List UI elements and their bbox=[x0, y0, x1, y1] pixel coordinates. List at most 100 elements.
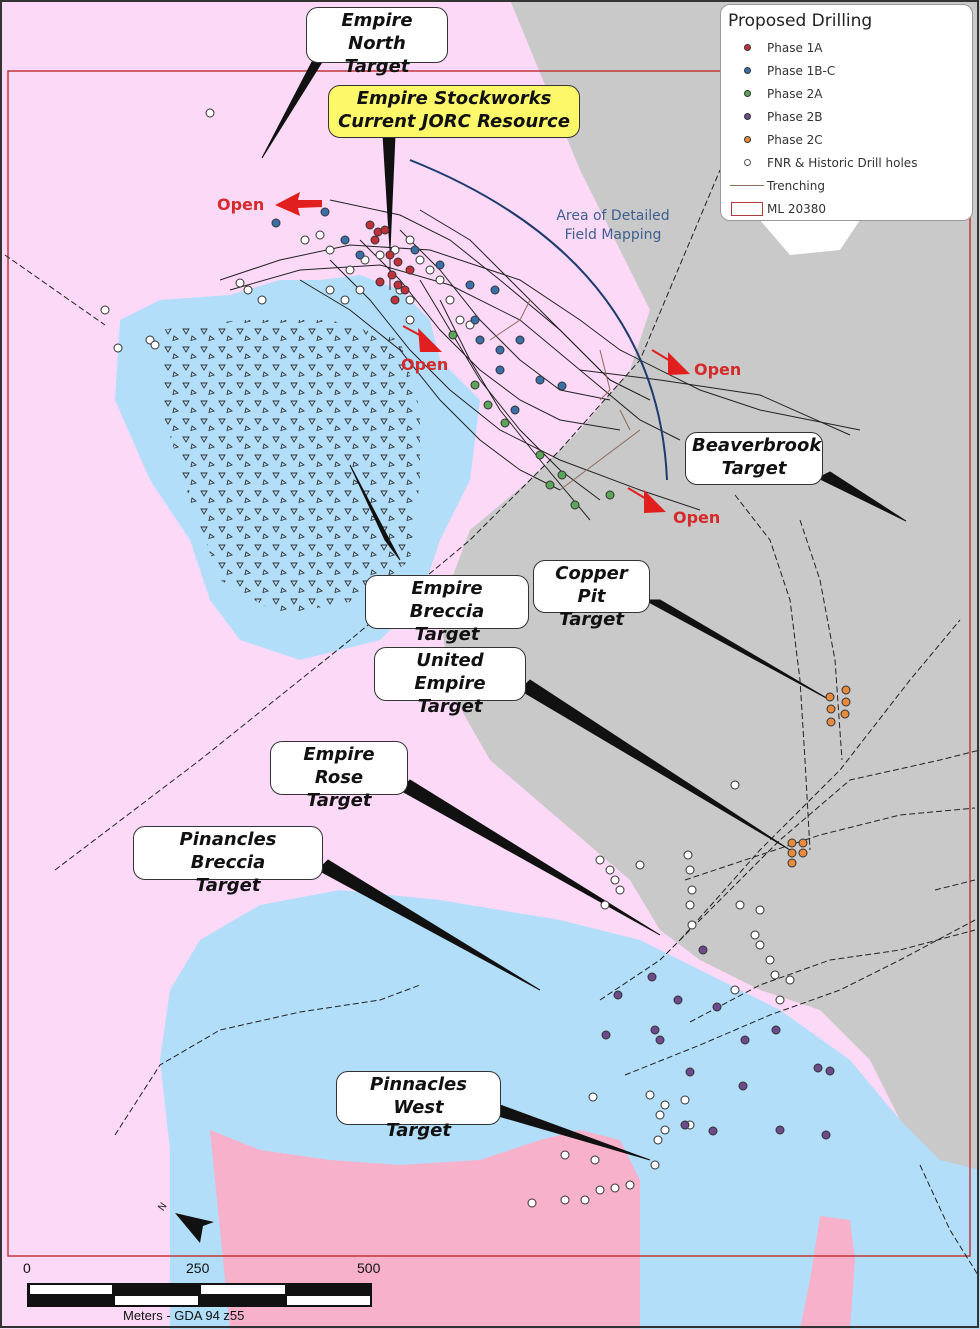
phase-2b-hole bbox=[601, 1030, 611, 1040]
phase-1b-c-hole bbox=[515, 335, 525, 345]
historic-drill-hole bbox=[560, 1150, 570, 1160]
open-label-west: Open bbox=[217, 195, 265, 214]
phase-2b-hole bbox=[655, 1035, 665, 1045]
historic-drill-hole bbox=[445, 295, 455, 305]
phase-2c-hole bbox=[826, 704, 836, 714]
traverse-line bbox=[299, 279, 561, 491]
mapping-label-line2: Field Mapping bbox=[564, 227, 662, 243]
legend-item-historic-holes: FNR & Historic Drill holes bbox=[727, 151, 964, 174]
phase-2c-hole bbox=[787, 858, 797, 868]
historic-drill-hole bbox=[755, 905, 765, 915]
callout-line1: Pinancles Breccia bbox=[179, 829, 277, 873]
historic-drill-hole bbox=[355, 285, 365, 295]
north-arrow-icon bbox=[175, 1213, 214, 1243]
callout-line1: Copper Pit bbox=[555, 563, 628, 607]
phase-2c-hole bbox=[841, 685, 851, 695]
callout-line1: United Empire bbox=[414, 650, 486, 694]
phase-2b-hole bbox=[775, 1125, 785, 1135]
historic-drill-hole bbox=[595, 1185, 605, 1195]
traverse-line bbox=[219, 244, 861, 431]
legend-item-phase-2a: Phase 2A bbox=[727, 82, 964, 105]
drill-holes bbox=[100, 108, 851, 1208]
traverse-line bbox=[229, 264, 681, 441]
phase-2a-hole bbox=[557, 470, 567, 480]
dashed-line bbox=[799, 519, 843, 761]
phase-2a-hole bbox=[470, 380, 480, 390]
historic-drill-hole bbox=[100, 305, 110, 315]
historic-drill-hole bbox=[687, 885, 697, 895]
phase-1b-c-hole bbox=[320, 207, 330, 217]
traverse-line bbox=[579, 369, 851, 436]
legend-item-phase-2c: Phase 2C bbox=[727, 128, 964, 151]
phase-1b-c-hole bbox=[510, 405, 520, 415]
phase-1b-c-hole bbox=[535, 375, 545, 385]
phase-2b-hole bbox=[673, 995, 683, 1005]
phase-2c-hole bbox=[787, 838, 797, 848]
traverse-lines bbox=[219, 140, 861, 521]
phase-2b-hole bbox=[740, 1035, 750, 1045]
historic-drill-hole bbox=[785, 975, 795, 985]
phase-2b-hole bbox=[708, 1126, 718, 1136]
phase-2c-hole bbox=[798, 838, 808, 848]
traverse-line bbox=[329, 259, 701, 511]
historic-drill-hole bbox=[405, 235, 415, 245]
historic-drill-hole bbox=[685, 900, 695, 910]
pointer-beaverbrook bbox=[816, 471, 907, 522]
phase-2c-hole bbox=[825, 692, 835, 702]
callout-line1: Empire North bbox=[341, 10, 413, 54]
phase-2a-hole bbox=[483, 400, 493, 410]
phase-2b-dot-icon bbox=[743, 113, 751, 120]
phase-2b-hole bbox=[613, 990, 623, 1000]
historic-drill-hole bbox=[605, 865, 615, 875]
phase-2a-hole bbox=[605, 490, 615, 500]
scale-tick-250: 250 bbox=[186, 1260, 210, 1276]
licence-box-icon bbox=[731, 201, 763, 216]
callout-line1: Empire Breccia bbox=[409, 578, 485, 622]
phase-2c-hole bbox=[826, 717, 836, 727]
pointer-pinancles-breccia bbox=[317, 859, 541, 991]
phase-1a-hole bbox=[375, 277, 385, 287]
historic-drill-hole bbox=[405, 315, 415, 325]
historic-drill-hole bbox=[590, 1155, 600, 1165]
dashed-line bbox=[734, 494, 811, 851]
historic-drill-hole bbox=[683, 850, 693, 860]
licence-boundary-ml20380 bbox=[7, 70, 971, 1257]
callout-copper-pit: Copper Pit Target bbox=[533, 560, 650, 630]
phase-2b-hole bbox=[680, 1120, 690, 1130]
trench bbox=[619, 409, 631, 431]
phase-2a-hole bbox=[535, 450, 545, 460]
phase-1b-c-hole bbox=[475, 335, 485, 345]
dashed-line bbox=[4, 254, 106, 326]
historic-drill-hole bbox=[645, 1090, 655, 1100]
historic-drill-hole bbox=[580, 1195, 590, 1205]
phase-1a-hole bbox=[385, 250, 395, 260]
historic-drill-hole bbox=[345, 265, 355, 275]
callout-line2: Target bbox=[721, 458, 787, 479]
callout-line1: Pinnacles West bbox=[370, 1074, 467, 1118]
historic-drill-hole bbox=[635, 860, 645, 870]
dashed-line bbox=[679, 619, 961, 941]
scale-bar bbox=[27, 1283, 372, 1307]
historic-drill-hole bbox=[150, 340, 160, 350]
phase-1b-c-hole bbox=[435, 260, 445, 270]
historic-drill-hole bbox=[735, 900, 745, 910]
historic-drill-hole bbox=[610, 875, 620, 885]
phase-1a-hole bbox=[365, 220, 375, 230]
phase-2c-hole bbox=[841, 697, 851, 707]
callout-line1: Empire Rose bbox=[303, 744, 375, 788]
callout-beaverbrook: Beaverbrook Target bbox=[685, 432, 823, 485]
grey-geology-unit bbox=[440, 0, 980, 1170]
phase-1a-hole bbox=[387, 270, 397, 280]
phase-1a-hole bbox=[370, 235, 380, 245]
historic-drill-hole bbox=[730, 985, 740, 995]
open-arrow-se-2-head bbox=[668, 352, 690, 375]
historic-drill-hole bbox=[680, 1095, 690, 1105]
phase-1b-c-hole bbox=[271, 218, 281, 228]
dashed-line bbox=[934, 879, 976, 891]
historic-drill-hole bbox=[235, 278, 245, 288]
historic-drill-hole bbox=[257, 295, 267, 305]
callout-united-empire: United Empire Target bbox=[374, 647, 526, 717]
callout-pinancles-breccia: Pinancles Breccia Target bbox=[133, 826, 323, 896]
trenching-lines bbox=[489, 299, 641, 491]
